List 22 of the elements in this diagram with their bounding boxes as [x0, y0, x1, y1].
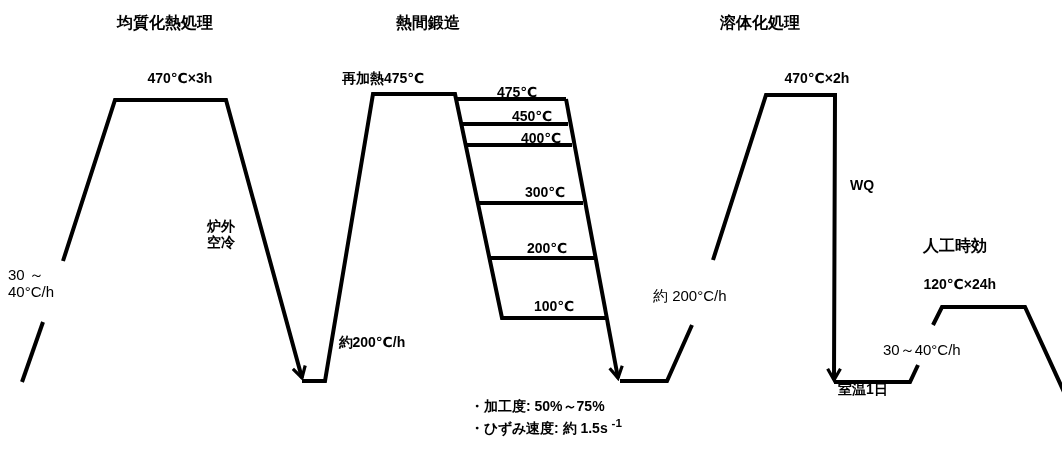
condition-label: 470℃×2h: [784, 70, 850, 87]
condition-label: 再加熱475℃: [342, 70, 425, 87]
stage-heading: 熱間鍛造: [396, 14, 460, 33]
temperature-label: 200℃: [527, 240, 568, 257]
rate-label: 約200℃/h: [338, 334, 406, 351]
stage-heading: 溶体化処理: [720, 14, 800, 33]
condition-label: 120℃×24h: [923, 276, 997, 293]
rate-label: 30～40°C/h: [883, 341, 961, 359]
stage-heading: 人工時効: [923, 237, 987, 256]
rate-label: 約 200°C/h: [653, 287, 727, 305]
temperature-label: 450℃: [512, 108, 553, 125]
rate-label: 30 ～40°C/h: [8, 266, 56, 301]
cooling-label: 炉外空冷: [207, 218, 236, 251]
temperature-label: 100℃: [534, 298, 575, 315]
quench-label: WQ: [850, 177, 875, 194]
stage-heading: 均質化熱処理: [117, 14, 213, 33]
temperature-label: 475℃: [497, 84, 538, 101]
temperature-label: 300℃: [525, 184, 566, 201]
note-text: ・加工度: 50%～75%: [470, 398, 605, 415]
condition-label: 470℃×3h: [147, 70, 213, 87]
note-text: ・ひずみ速度: 約 1.5s $^{-1}$: [470, 416, 622, 436]
temperature-label: 400℃: [521, 130, 562, 147]
